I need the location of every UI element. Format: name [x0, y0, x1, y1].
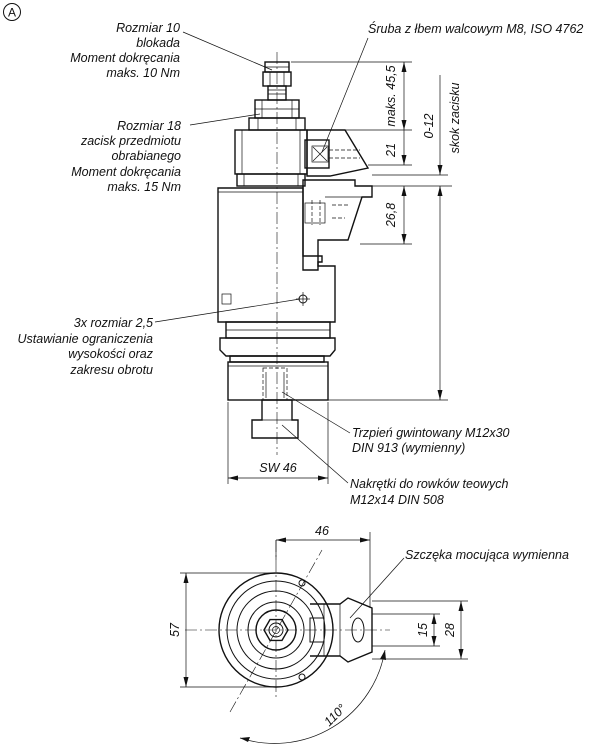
base-flange	[219, 321, 336, 401]
dim-15-28: 15 28	[372, 600, 468, 660]
rozmiar18-line1: Rozmiar 18	[117, 119, 181, 133]
threaded-stud	[251, 367, 299, 439]
rozmiar25-line1: 3x rozmiar 2,5	[74, 316, 153, 330]
rozmiar25-line4: zakresu obrotu	[69, 363, 153, 377]
dim-skok: skok zacisku	[448, 83, 462, 154]
dims-right: maks. 45,5 21 26,8 0-12 skok zacisku	[291, 61, 462, 401]
label-rozmiar10: Rozmiar 10 blokada Moment dokręcania mak…	[70, 21, 180, 80]
nakretki-line1: Nakrętki do rowków teowych	[350, 477, 508, 491]
dim-28-text: 28	[443, 623, 457, 638]
jaw-top	[309, 597, 373, 663]
nakretki-line2: M12x14 DIN 508	[350, 493, 444, 507]
trzpien-line2: DIN 913 (wymienny)	[352, 441, 465, 455]
clamp-head	[234, 129, 308, 187]
dim-sw46: SW 46	[227, 402, 329, 484]
leader-szczeka	[349, 557, 405, 619]
rozmiar10-line2: blokada	[136, 36, 180, 50]
trzpien-line1: Trzpień gwintowany M12x30	[352, 426, 510, 440]
label-szczeka: Szczęka mocująca wymienna	[405, 548, 569, 562]
side-view: SW 46 maks. 45,5 21 26,8	[18, 21, 584, 507]
dim-15-text: 15	[416, 623, 430, 637]
dim-57: 57	[168, 572, 276, 688]
dim-57-text: 57	[168, 622, 182, 637]
rozmiar18-line3: obrabianego	[111, 149, 181, 163]
rozmiar18-line2: zacisk przedmiotu	[80, 134, 181, 148]
dim-angle: 110°	[239, 649, 386, 744]
rozmiar25-line2: Ustawianie ograniczenia	[18, 332, 154, 346]
dim-21: 21	[384, 143, 398, 158]
dim-top46-text: 46	[315, 524, 329, 538]
jaw-side	[302, 179, 373, 271]
clamp-nut	[248, 99, 306, 131]
label-rozmiar18: Rozmiar 18 zacisk przedmiotu obrabianego…	[71, 119, 181, 194]
label-nakretki: Nakrętki do rowków teowych M12x14 DIN 50…	[350, 477, 508, 507]
label-sruba: Śruba z łbem walcowym M8, ISO 4762	[368, 21, 583, 36]
label-trzpien: Trzpień gwintowany M12x30 DIN 913 (wymie…	[352, 426, 510, 455]
dim-sw46-text: SW 46	[259, 461, 297, 475]
leaders-side	[154, 31, 369, 484]
view-marker: A	[3, 3, 21, 21]
view-marker-letter: A	[8, 6, 16, 20]
label-rozmiar25: 3x rozmiar 2,5 Ustawianie ograniczenia w…	[18, 316, 154, 377]
rozmiar18-line4: Moment dokręcania	[71, 165, 181, 179]
clamp-arm	[304, 129, 370, 177]
rozmiar18-line5: maks. 15 Nm	[107, 180, 181, 194]
top-view: 46 57 15 28	[168, 524, 569, 744]
rozmiar10-line1: Rozmiar 10	[116, 21, 180, 35]
dim-top46: 46	[275, 524, 371, 608]
dim-angle-text: 110°	[321, 701, 349, 729]
top-centerline-diag	[229, 549, 323, 713]
dim-268: 26,8	[384, 203, 398, 228]
rozmiar25-line3: wysokości oraz	[68, 347, 153, 361]
dim-012: 0-12	[422, 113, 436, 138]
rozmiar10-line4: maks. 10 Nm	[106, 66, 180, 80]
dim-maks455: maks. 45,5	[384, 65, 398, 126]
rozmiar10-line3: Moment dokręcania	[70, 51, 180, 65]
